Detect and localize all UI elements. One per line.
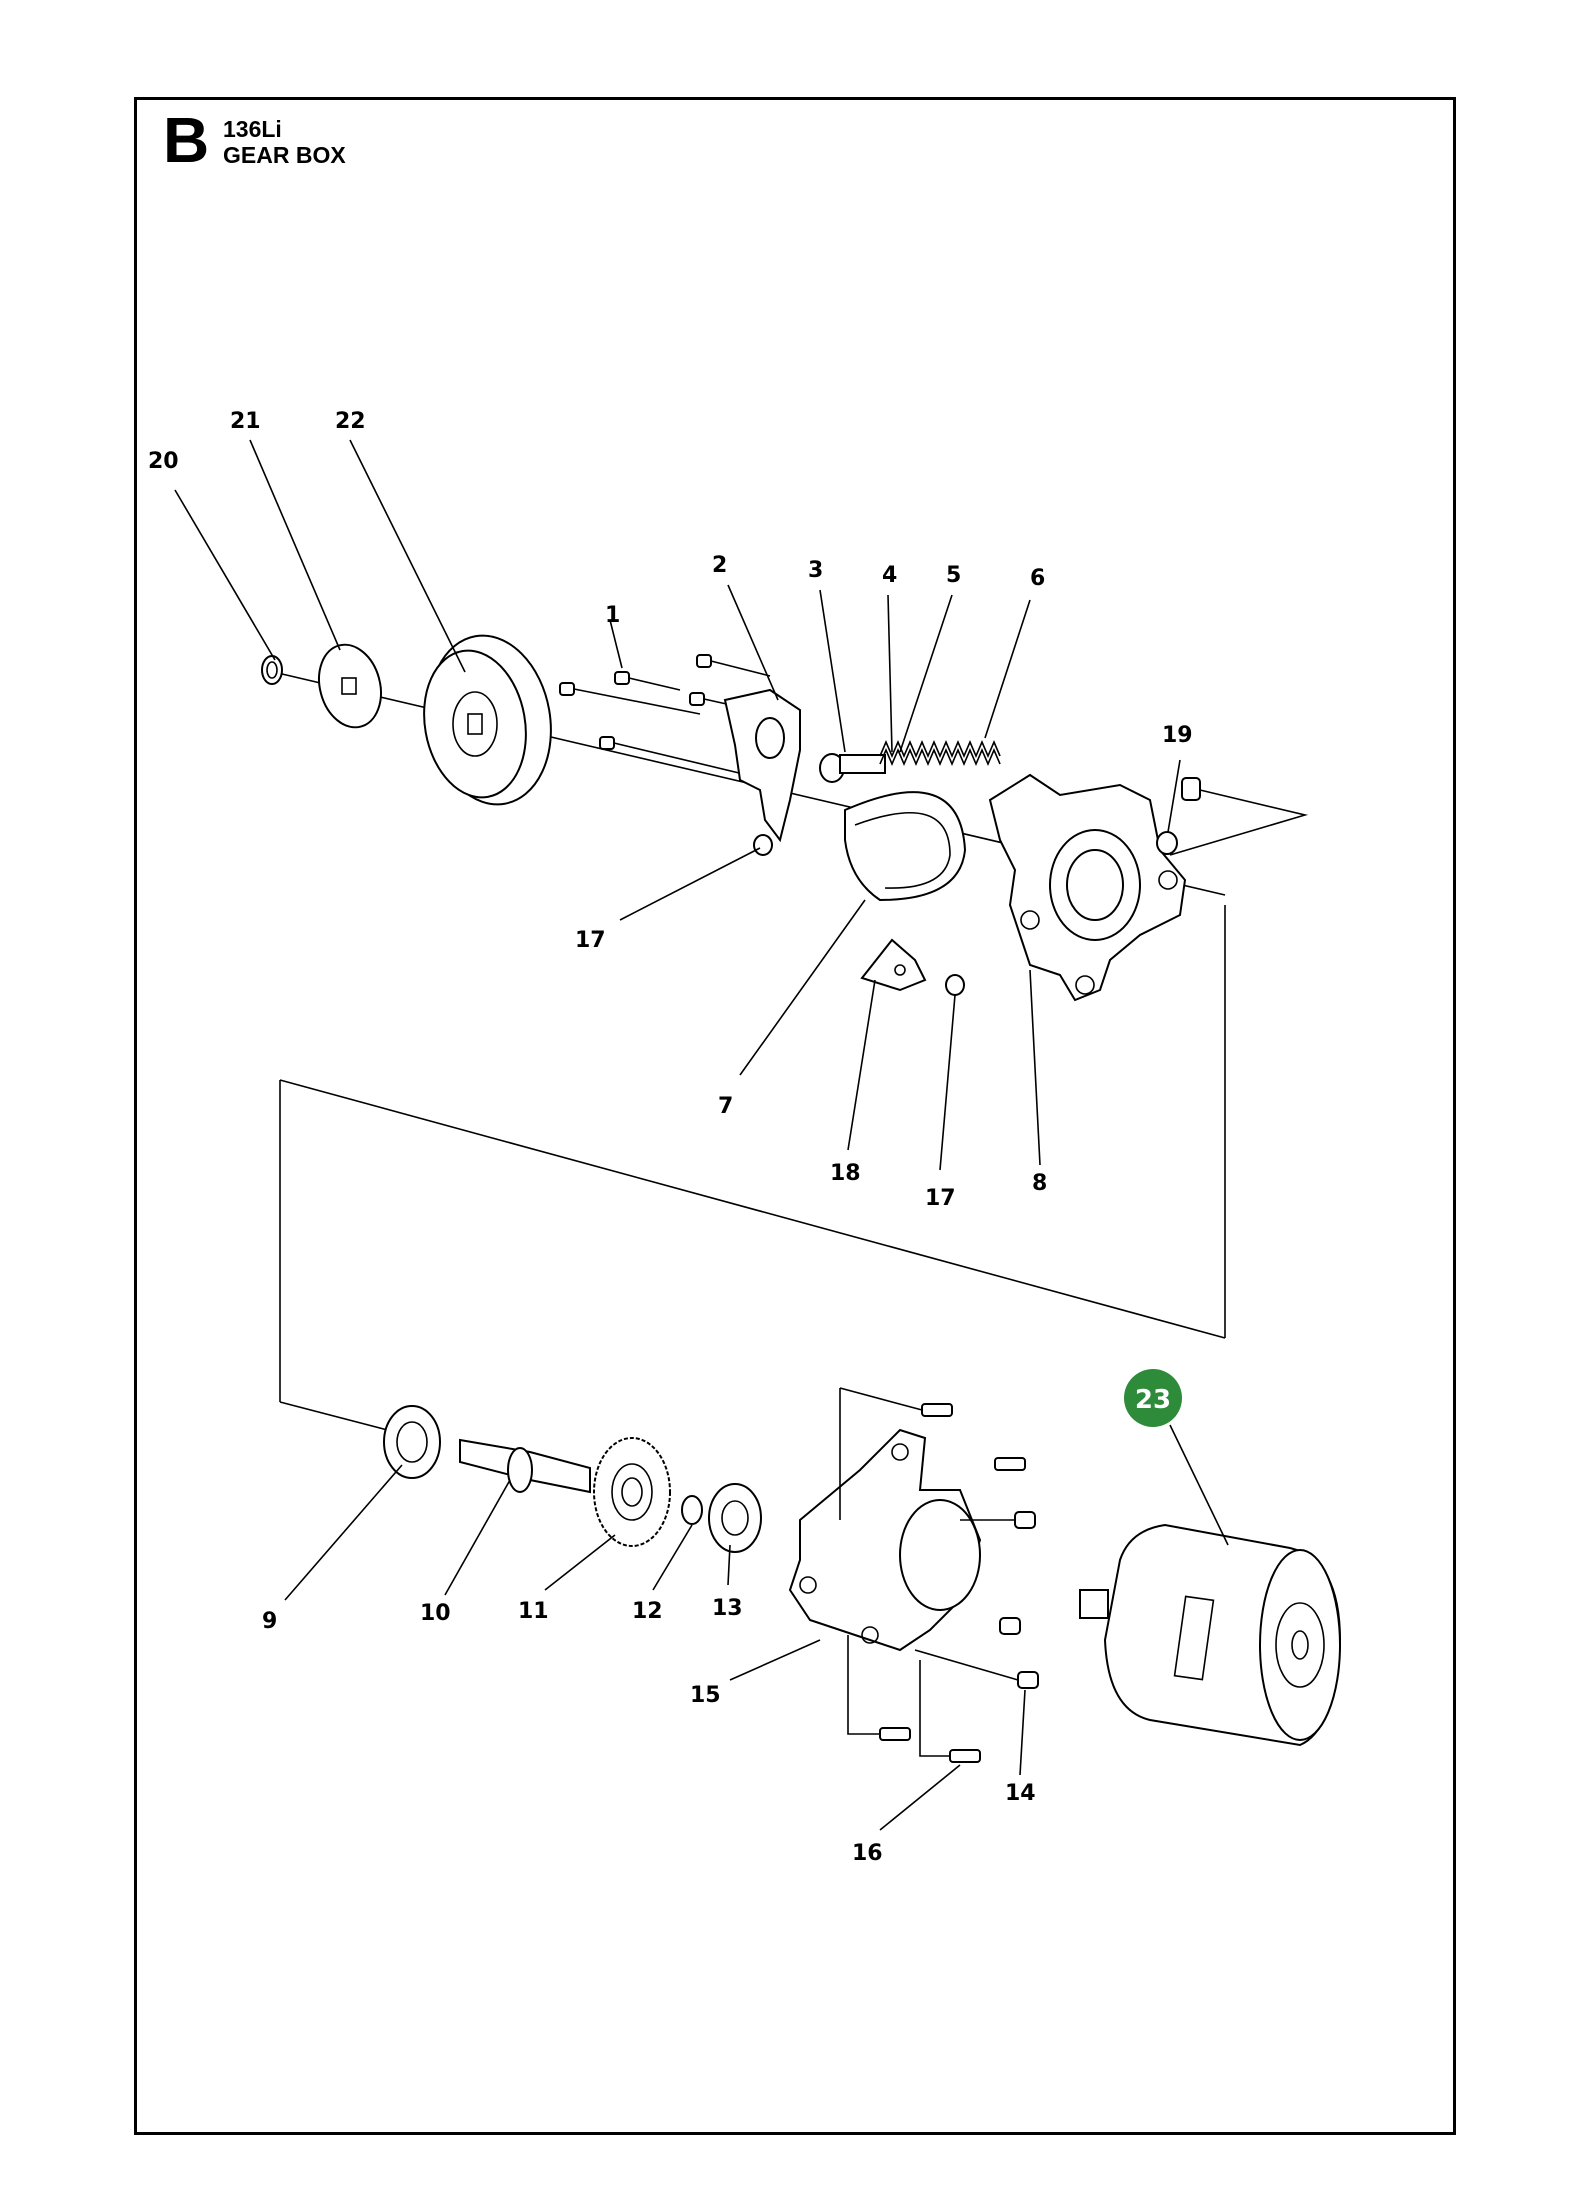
callout-23: 23 <box>1135 1385 1171 1415</box>
callout-1: 1 <box>605 603 620 628</box>
page-frame <box>134 97 1456 2135</box>
part-20-circlip <box>261 655 283 685</box>
callout-21: 21 <box>230 409 261 434</box>
section-letter: B <box>163 104 210 176</box>
callout-17a: 17 <box>575 928 606 953</box>
part-22-brake-drum <box>423 634 552 806</box>
part-6-spring <box>879 739 1001 767</box>
callout-23-badge: 23 <box>1124 1369 1182 1427</box>
axis-line <box>279 1079 1226 1339</box>
part-8-housing <box>988 773 1187 1002</box>
callout-22: 22 <box>335 409 366 434</box>
callout-8: 8 <box>1032 1171 1047 1196</box>
callout-10: 10 <box>420 1601 451 1626</box>
part-2-lever-plate <box>723 688 801 843</box>
callout-11: 11 <box>518 1599 549 1624</box>
axis-line <box>279 1401 396 1433</box>
part-13-bearing <box>708 1483 762 1553</box>
callout-15: 15 <box>690 1683 721 1708</box>
part-11-gear <box>593 1437 671 1547</box>
part-18-latch <box>860 938 927 992</box>
callout-6: 6 <box>1030 566 1045 591</box>
callout-4: 4 <box>882 563 897 588</box>
callout-3: 3 <box>808 558 823 583</box>
callout-13: 13 <box>712 1596 743 1621</box>
callout-14: 14 <box>1005 1781 1036 1806</box>
callout-5: 5 <box>946 563 961 588</box>
part-15-gear-housing <box>788 1428 982 1652</box>
part-3-pivot <box>819 753 886 783</box>
part-21-washer <box>318 643 382 729</box>
part-10-shaft <box>459 1438 591 1494</box>
part-12-bushing <box>681 1495 703 1525</box>
part-16-screws <box>839 1387 1026 1763</box>
part-19-screw <box>1156 777 1309 856</box>
callout-2: 2 <box>712 553 727 578</box>
page-title: GEAR BOX <box>223 142 346 168</box>
leader-lines <box>174 439 1229 1831</box>
callout-18: 18 <box>830 1161 861 1186</box>
callout-20: 20 <box>148 449 179 474</box>
part-17-clip <box>753 834 965 996</box>
model-name: 136Li <box>223 116 282 142</box>
callout-9: 9 <box>262 1609 277 1634</box>
part-1-screws <box>559 654 771 779</box>
part-23-motor <box>1079 1523 1342 1747</box>
callout-17b: 17 <box>925 1186 956 1211</box>
part-9-bearing <box>383 1405 441 1479</box>
callout-19: 19 <box>1162 723 1193 748</box>
callout-12: 12 <box>632 1599 663 1624</box>
callout-7: 7 <box>718 1094 733 1119</box>
part-7-brake-band <box>844 791 967 902</box>
callout-16: 16 <box>852 1841 883 1866</box>
part-14-screws <box>914 1511 1039 1689</box>
